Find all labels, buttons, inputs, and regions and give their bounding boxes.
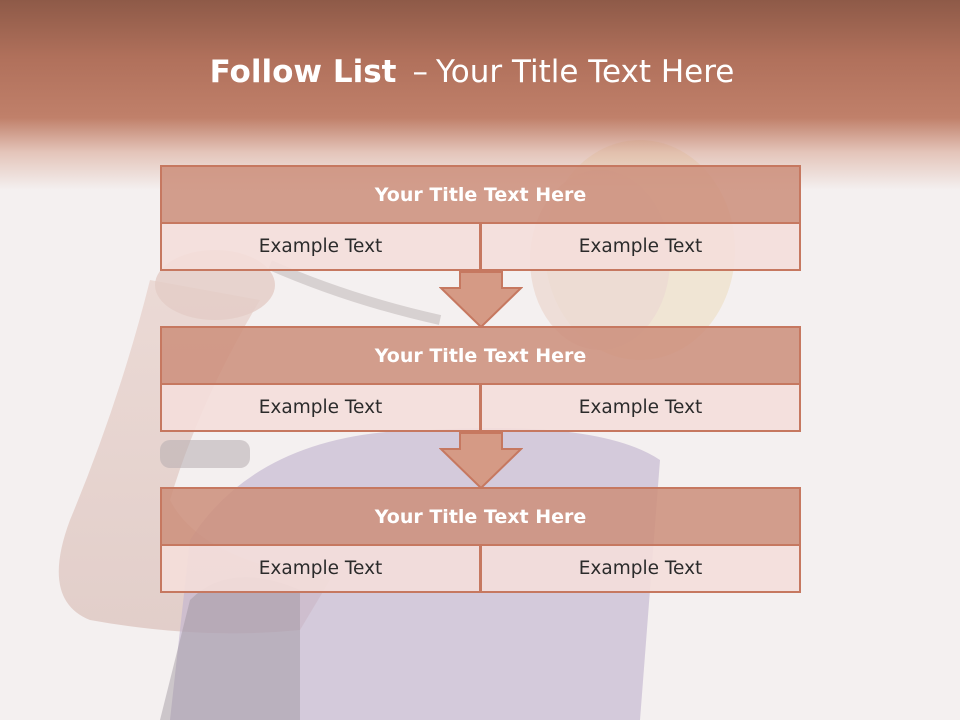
- title-separator: –: [412, 54, 428, 90]
- down-arrow-icon: [439, 271, 523, 329]
- slide-title: Follow List–Your Title Text Here: [0, 54, 944, 90]
- block-right-cell: Example Text: [480, 383, 801, 432]
- list-block-1: Your Title Text Here Example Text Exampl…: [160, 165, 801, 271]
- block-right-cell: Example Text: [480, 544, 801, 593]
- header-band: [0, 0, 960, 190]
- block-left-cell: Example Text: [160, 222, 481, 271]
- down-arrow-icon: [439, 432, 523, 490]
- block-right-cell: Example Text: [480, 222, 801, 271]
- list-block-2: Your Title Text Here Example Text Exampl…: [160, 326, 801, 432]
- block-left-cell: Example Text: [160, 544, 481, 593]
- block-title: Your Title Text Here: [160, 326, 801, 385]
- block-title: Your Title Text Here: [160, 487, 801, 546]
- title-bold: Follow List: [209, 54, 397, 90]
- title-rest: Your Title Text Here: [435, 54, 735, 90]
- block-left-cell: Example Text: [160, 383, 481, 432]
- list-block-3: Your Title Text Here Example Text Exampl…: [160, 487, 801, 593]
- block-title: Your Title Text Here: [160, 165, 801, 224]
